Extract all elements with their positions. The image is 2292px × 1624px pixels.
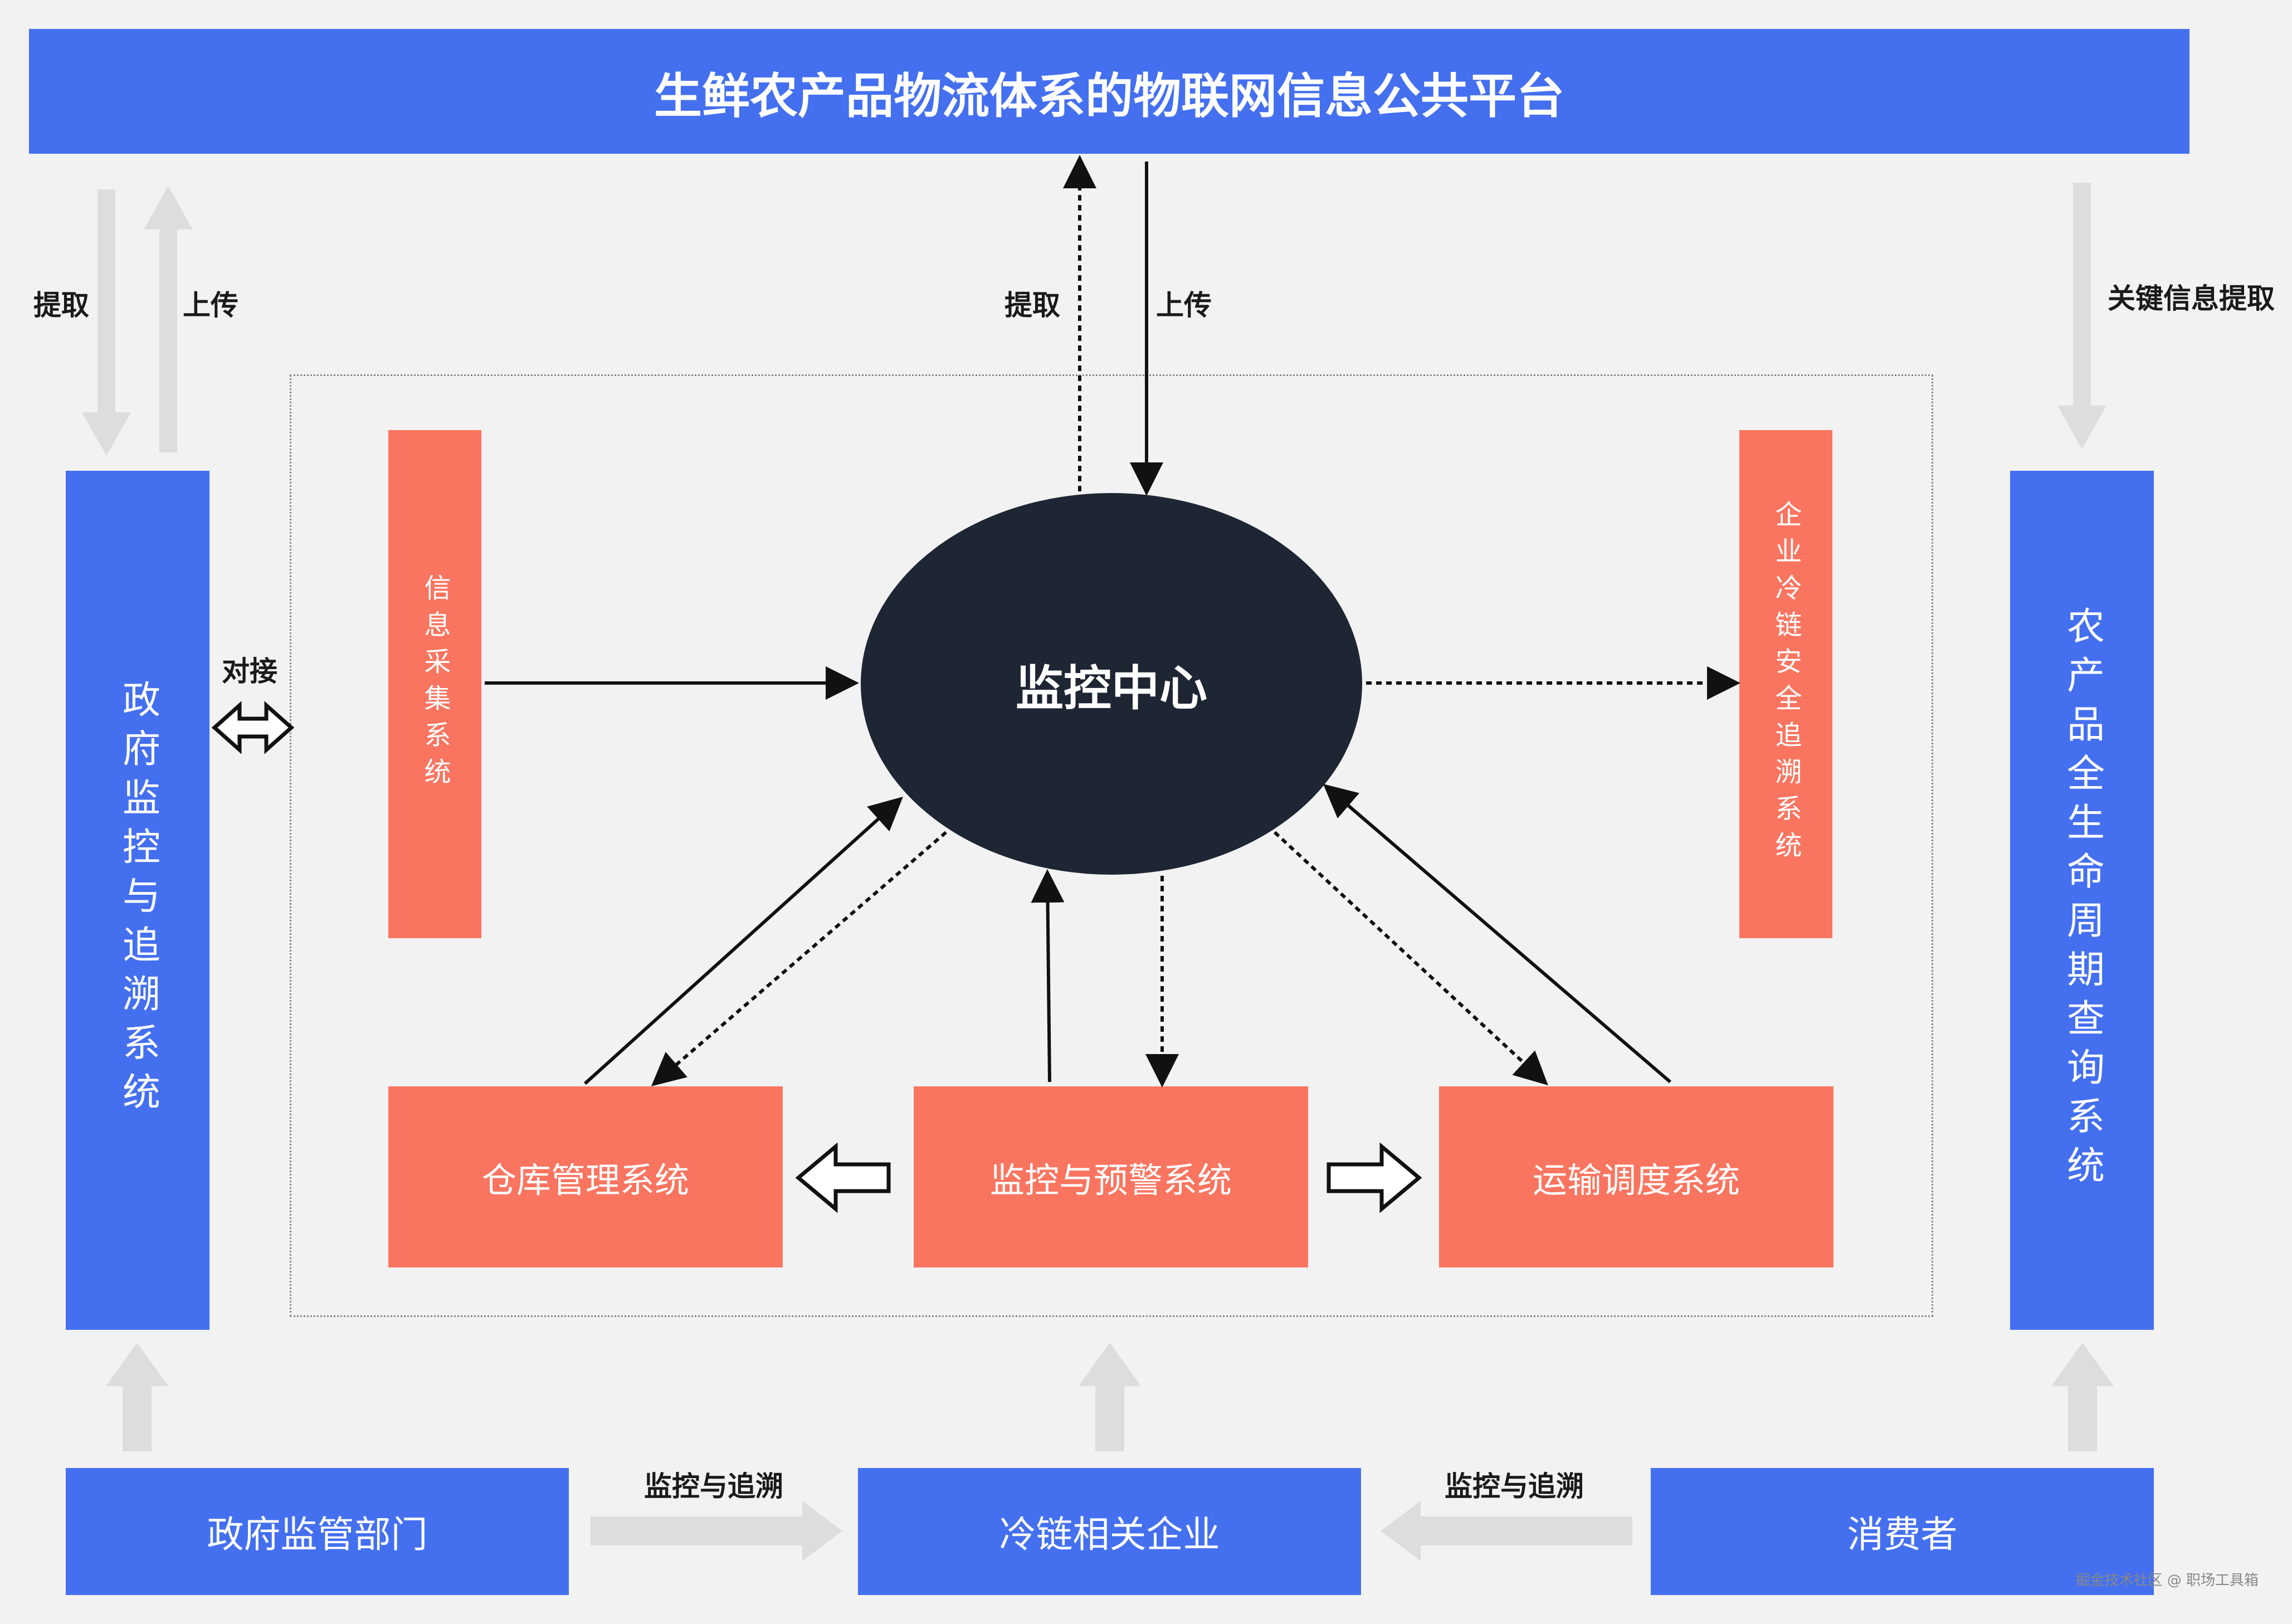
platform-title-box: 生鲜农产品物流体系的物联网信息公共平台 — [29, 29, 2189, 154]
key-info-extract-arrow — [2057, 183, 2106, 449]
monitor-trace-right-arrow — [591, 1501, 842, 1561]
monitor-center: 监控中心 — [861, 493, 1362, 875]
transport-box: 运输调度系统 — [1439, 1086, 1833, 1267]
upload-left-arrow — [144, 186, 193, 452]
coldchain-company-box: 冷链相关企业 — [858, 1468, 1361, 1595]
monitor-trace-left-arrow — [1381, 1501, 1632, 1561]
alert-to-transport-block-arrow — [1327, 1142, 1422, 1213]
warehouse-box: 仓库管理系统 — [388, 1086, 783, 1267]
monitor-trace-right-label: 监控与追溯 — [1445, 1470, 1584, 1503]
consumer-box: 消费者 — [1651, 1468, 2154, 1595]
extract-center-label: 提取 — [1004, 289, 1060, 321]
gov-system-label: 政府监控与追溯系统 — [115, 680, 160, 1121]
extract-left-label: 提取 — [33, 289, 89, 321]
coldchain-up-arrow — [1079, 1343, 1141, 1451]
warehouse-to-center-arrow — [583, 796, 903, 1085]
platform-title: 生鲜农产品物流体系的物联网信息公共平台 — [654, 68, 1564, 124]
alert-to-warehouse-block-arrow — [795, 1142, 891, 1213]
info-collect-label: 信息采集系统 — [419, 574, 451, 794]
transport-to-center-arrow — [1323, 784, 1671, 1084]
consumer-system-box: 农产品全生命周期查询系统 — [2010, 471, 2154, 1330]
upload-left-label: 上传 — [183, 289, 238, 321]
enterprise-trace-label: 企业冷链安全追溯系统 — [1770, 500, 1802, 868]
monitor-alert-label: 监控与预警系统 — [989, 1159, 1232, 1201]
gov-dept-up-arrow — [106, 1343, 168, 1451]
monitor-center-label: 监控中心 — [1016, 661, 1207, 716]
connect-label: 对接 — [222, 655, 277, 687]
watermark: 掘金技术社区 @ 职场工具箱 — [2075, 1572, 2259, 1589]
monitor-trace-left-label: 监控与追溯 — [644, 1470, 783, 1503]
inner-system-frame — [290, 374, 1933, 1317]
gov-dept-label: 政府监管部门 — [207, 1513, 428, 1556]
upload-center-label: 上传 — [1156, 289, 1212, 321]
key-info-extract-label: 关键信息提取 — [2108, 282, 2275, 315]
alert-to-center-arrow — [1031, 869, 1065, 1082]
info-collect-box: 信息采集系统 — [388, 430, 481, 938]
center-to-warehouse-arrow — [651, 831, 947, 1086]
coldchain-company-label: 冷链相关企业 — [999, 1513, 1220, 1556]
consumer-label: 消费者 — [1847, 1513, 1958, 1556]
gov-system-box: 政府监控与追溯系统 — [66, 471, 209, 1330]
consumer-system-label: 农产品全生命周期查询系统 — [2060, 606, 2104, 1194]
consumer-up-arrow — [2051, 1343, 2114, 1451]
enterprise-trace-box: 企业冷链安全追溯系统 — [1739, 430, 1832, 938]
center-to-transport-arrow — [1273, 831, 1548, 1086]
gov-dept-box: 政府监管部门 — [66, 1468, 569, 1595]
connect-double-arrow — [211, 701, 295, 754]
extract-left-arrow — [82, 189, 131, 456]
transport-label: 运输调度系统 — [1532, 1159, 1740, 1201]
monitor-alert-box: 监控与预警系统 — [914, 1086, 1308, 1267]
warehouse-label: 仓库管理系统 — [481, 1159, 689, 1201]
